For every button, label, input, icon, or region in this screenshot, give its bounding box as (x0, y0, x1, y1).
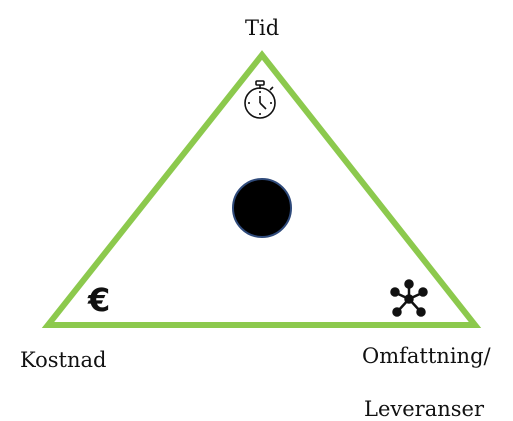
euro-icon: € (87, 281, 110, 319)
label-kostnad: Kostnad (20, 348, 107, 372)
label-omfattning: Omfattning/ (362, 344, 491, 368)
label-tid: Tid (245, 16, 280, 40)
network-icon (390, 279, 428, 317)
label-leveranser: Leveranser (364, 397, 484, 421)
stopwatch-icon (244, 80, 276, 119)
triangle-outline (41, 50, 482, 328)
center-black-circle (232, 178, 292, 238)
